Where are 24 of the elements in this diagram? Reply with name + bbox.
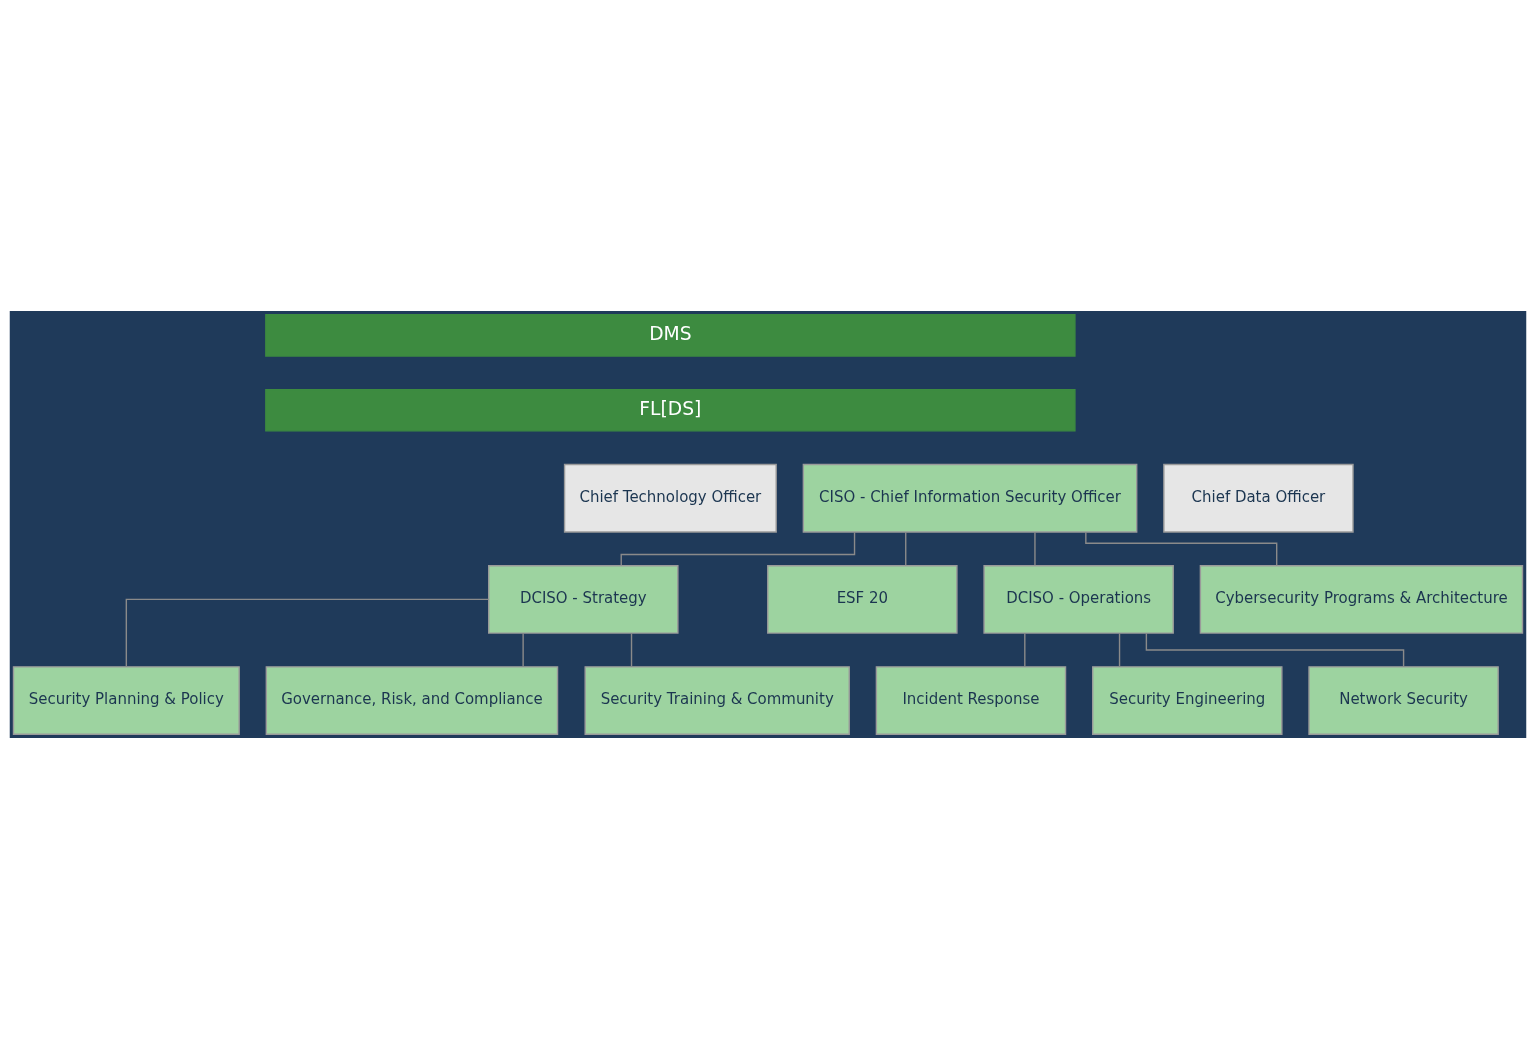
connector: [125, 598, 490, 667]
connector: [1024, 632, 1026, 667]
node-box: DCISO - Operations: [983, 564, 1174, 634]
node-box: Security Planning & Policy: [12, 665, 240, 735]
connector: [1034, 531, 1036, 566]
node-box: Chief Technology Officer: [563, 463, 777, 533]
node-box: Governance, Risk, and Compliance: [265, 665, 559, 735]
connector: [522, 632, 524, 667]
node-box: Network Security: [1308, 665, 1499, 735]
node-box: Security Training & Community: [584, 665, 850, 735]
node-box: Cybersecurity Programs & Architecture: [1199, 564, 1524, 634]
connector: [1118, 632, 1121, 667]
node-box: Incident Response: [875, 665, 1067, 735]
node-box: DMS: [265, 313, 1076, 357]
node-box: Security Engineering: [1092, 665, 1283, 735]
node-box: CISO - Chief Information Security Officer: [802, 463, 1138, 533]
connector: [630, 632, 633, 667]
connector: [905, 531, 907, 566]
node-box: DCISO - Strategy: [488, 564, 679, 634]
connector: [1085, 531, 1278, 566]
connector: [620, 531, 856, 566]
node-box: ESF 20: [767, 564, 958, 634]
node-box: FL[DS]: [265, 388, 1076, 432]
node-box: Chief Data Officer: [1163, 463, 1354, 533]
